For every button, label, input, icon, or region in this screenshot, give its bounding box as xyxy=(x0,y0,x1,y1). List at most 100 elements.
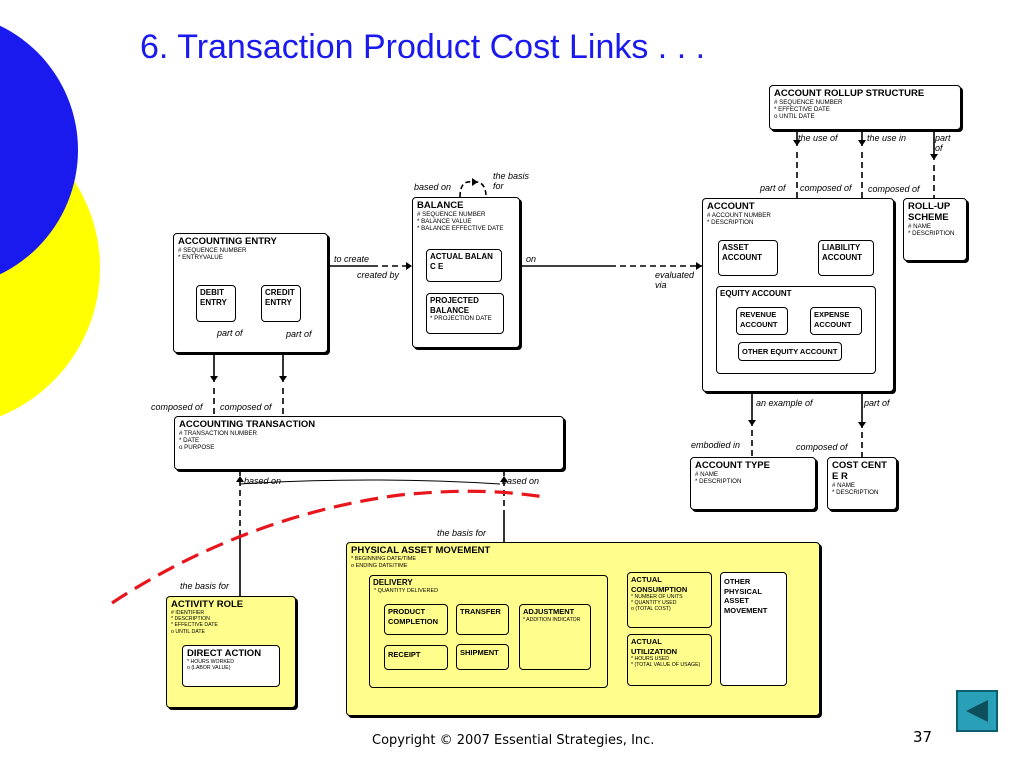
entity-projected-balance[interactable]: PROJECTED BALANCE * PROJECTION DATE xyxy=(426,293,504,334)
entity-title: ROLL-UP SCHEME xyxy=(908,201,951,223)
attribute: o UNTIL DATE xyxy=(774,113,815,121)
label-on: on xyxy=(526,254,537,264)
entity-title: PRODUCT COMPLETION xyxy=(388,607,438,626)
entity-receipt[interactable]: RECEIPT xyxy=(384,645,448,670)
entity-expense-account[interactable]: EXPENSE ACCOUNT xyxy=(810,307,862,335)
label-part-of-debit: part of xyxy=(217,328,243,338)
entity-adjustment[interactable]: ADJUSTMENT * ADDITION INDICATOR xyxy=(519,604,591,670)
attribute: * DESCRIPTION xyxy=(832,489,879,497)
attribute: o (LABOR VALUE) xyxy=(187,665,231,672)
attribute: * (TOTAL VALUE OF USAGE) xyxy=(631,662,701,668)
entity-title: ACTUAL CONSUMPTION xyxy=(631,575,688,594)
entity-title: CREDIT ENTRY xyxy=(265,288,295,307)
entity-title: BALANCE xyxy=(417,200,464,211)
entity-title: ACCOUNT TYPE xyxy=(695,460,770,471)
attribute: * NUMBER OF UNITS xyxy=(631,594,683,600)
entity-account-type[interactable]: ACCOUNT TYPE # NAME* DESCRIPTION xyxy=(690,457,816,510)
entity-actual-utilization[interactable]: ACTUAL UTILIZATION * HOURS USED* (TOTAL … xyxy=(627,634,712,686)
attribute: o PURPOSE xyxy=(179,444,215,452)
entity-title: TRANSFER xyxy=(460,607,501,616)
entity-title: REVENUE ACCOUNT xyxy=(740,310,778,329)
red-dashed-curve xyxy=(111,489,546,605)
attribute: * DESCRIPTION xyxy=(908,230,955,238)
entity-title: ACCOUNT ROLLUP STRUCTURE xyxy=(774,88,925,99)
entity-actual-consumption[interactable]: ACTUAL CONSUMPTION * NUMBER OF UNITS* QU… xyxy=(627,572,712,628)
entity-account-rollup-structure[interactable]: ACCOUNT ROLLUP STRUCTURE # SEQUENCE NUMB… xyxy=(769,85,961,130)
label-based-on-left: based on xyxy=(244,476,282,486)
label-part-of-account: part of xyxy=(760,183,786,193)
entity-title: DEBIT ENTRY xyxy=(200,288,227,307)
entity-credit-entry[interactable]: CREDIT ENTRY xyxy=(261,285,301,322)
entity-title: PROJECTED BALANCE xyxy=(430,296,479,315)
attribute: * HOURS USED xyxy=(631,656,670,662)
entity-title: LIABILITY ACCOUNT xyxy=(822,243,862,262)
attribute: * ADDITION INDICATOR xyxy=(523,616,581,623)
page-number: 37 xyxy=(913,728,933,746)
entity-title: ACTIVITY ROLE xyxy=(171,599,244,610)
label-part-of-cost: part of xyxy=(864,398,890,408)
attribute: * DATE xyxy=(179,437,200,445)
entity-title: SHIPMENT xyxy=(460,648,499,657)
entity-title: PHYSICAL ASSET MOVEMENT xyxy=(351,545,491,556)
attribute: # SEQUENCE NUMBER xyxy=(774,99,843,106)
entity-title: ACTUAL BALANC E xyxy=(430,252,493,271)
label-composed-of-left2: composed of xyxy=(220,402,272,412)
entity-asset-account[interactable]: ASSET ACCOUNT xyxy=(718,240,778,276)
label-composed-of-scheme: composed of xyxy=(868,184,920,194)
attribute: # ACCOUNT NUMBER xyxy=(707,212,771,219)
entity-title: ADJUSTMENT xyxy=(523,607,575,616)
nav-back-button[interactable] xyxy=(956,690,998,732)
attribute: * EFFECTIVE DATE xyxy=(774,106,830,114)
entity-title: ASSET ACCOUNT xyxy=(722,243,762,262)
attribute: # NAME xyxy=(695,471,719,478)
attribute: * DESCRIPTION xyxy=(171,616,210,623)
attribute: * DESCRIPTION xyxy=(695,478,742,486)
entity-actual-balance[interactable]: ACTUAL BALANC E xyxy=(426,249,502,282)
label-composed-of-left1: composed of xyxy=(151,402,203,412)
entity-title: ACCOUNTING ENTRY xyxy=(178,236,277,247)
label-the-use-of: the use of xyxy=(798,133,838,143)
label-the-basis-for-balance: the basis for xyxy=(493,171,530,191)
entity-other-equity-account[interactable]: OTHER EQUITY ACCOUNT xyxy=(738,342,842,361)
entity-liability-account[interactable]: LIABILITY ACCOUNT xyxy=(818,240,874,276)
entity-revenue-account[interactable]: REVENUE ACCOUNT xyxy=(736,307,788,335)
entity-debit-entry[interactable]: DEBIT ENTRY xyxy=(196,285,236,322)
entity-accounting-transaction[interactable]: ACCOUNTING TRANSACTION # TRANSACTION NUM… xyxy=(174,416,564,470)
attribute: * EFFECTIVE DATE xyxy=(171,622,218,629)
entity-rollup-scheme[interactable]: ROLL-UP SCHEME # NAME* DESCRIPTION xyxy=(903,198,967,261)
entity-other-physical-asset-movement[interactable]: OTHER PHYSICAL ASSET MOVEMENT xyxy=(720,572,787,686)
label-evaluated-via: evaluated via xyxy=(655,270,695,290)
triangle-left-icon xyxy=(966,700,988,722)
entity-title: DIRECT ACTION xyxy=(187,648,262,659)
label-the-basis-for-activity: the basis for xyxy=(180,581,230,591)
label-composed-of-account: composed of xyxy=(800,183,852,193)
attribute: * QUANTITY DELIVERED xyxy=(374,587,439,594)
entity-transfer[interactable]: TRANSFER xyxy=(456,604,509,635)
entity-product-completion[interactable]: PRODUCT COMPLETION xyxy=(384,604,448,635)
entity-title: COST CENTE R xyxy=(832,460,887,482)
entity-title: OTHER PHYSICAL ASSET MOVEMENT xyxy=(724,577,768,615)
entity-shipment[interactable]: SHIPMENT xyxy=(456,644,509,670)
attribute: # IDENTIFIER xyxy=(171,610,205,616)
attribute: * HOURS WORKED xyxy=(187,659,234,665)
entity-accounting-entry[interactable]: ACCOUNTING ENTRY # SEQUENCE NUMBER* ENTR… xyxy=(173,233,328,353)
label-created-by: created by xyxy=(357,270,400,280)
attribute: * BALANCE VALUE xyxy=(417,218,472,226)
attribute: * DESCRIPTION xyxy=(707,219,754,227)
label-part-of-credit: part of xyxy=(286,329,312,339)
label-the-use-in: the use in xyxy=(867,133,907,143)
attribute: * ENTRYVALUE xyxy=(178,254,223,262)
label-based-on-right: based on xyxy=(502,476,540,486)
attribute: * PROJECTION DATE xyxy=(430,315,492,322)
entity-title: RECEIPT xyxy=(388,650,421,659)
entity-title: EXPENSE ACCOUNT xyxy=(814,310,852,329)
entity-title: ACCOUNTING TRANSACTION xyxy=(179,419,316,430)
entity-title: ACTUAL UTILIZATION xyxy=(631,637,678,656)
attribute: * QUANTITY USED xyxy=(631,600,677,606)
label-composed-of-cost: composed of xyxy=(796,442,848,452)
attribute: # NAME xyxy=(832,482,856,489)
entity-cost-center[interactable]: COST CENTE R # NAME* DESCRIPTION xyxy=(827,457,897,510)
